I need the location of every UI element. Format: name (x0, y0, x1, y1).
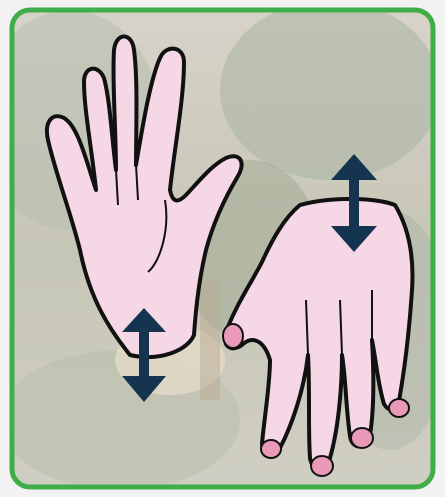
hand-wash-card (0, 0, 445, 497)
hands-illustration (0, 0, 445, 497)
